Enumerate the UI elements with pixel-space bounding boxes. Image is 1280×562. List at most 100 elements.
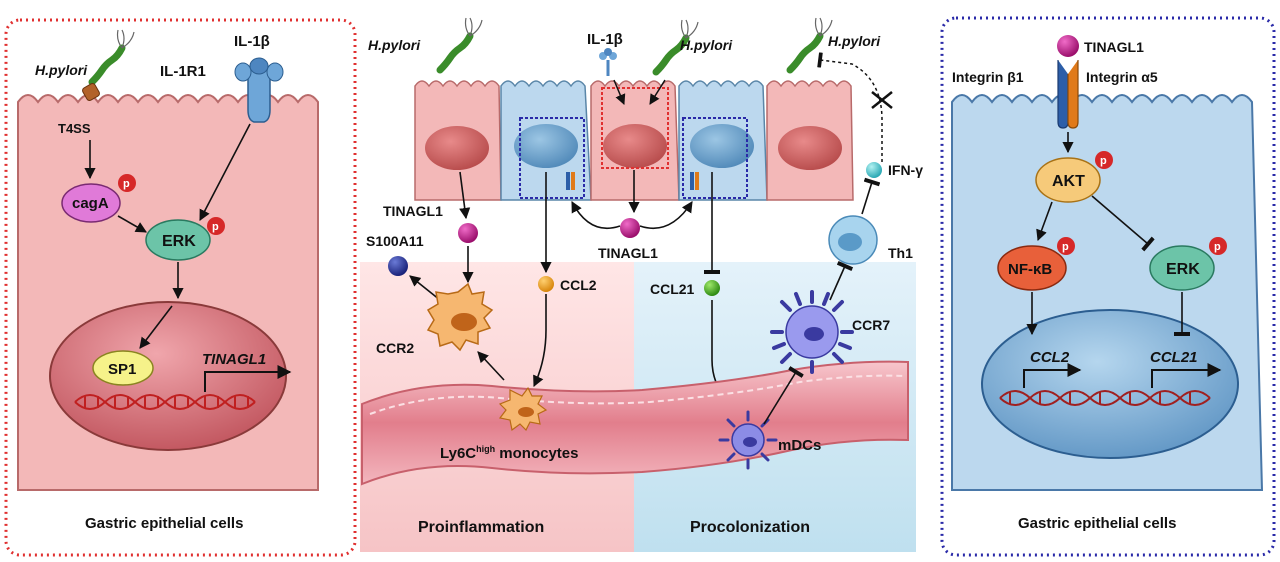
- ccr2-monocyte-nucleus: [451, 313, 477, 331]
- nfkb-phospho-badge: [1057, 237, 1075, 255]
- il1r1-label: IL-1R1: [160, 63, 206, 80]
- left-erk-phospho-badge: [207, 217, 225, 235]
- mid-il1b-icon: [599, 48, 617, 76]
- right-ccl21-gene-label: CCL21: [1150, 349, 1198, 366]
- ccl2-ball: [538, 276, 554, 292]
- vessel-mdc-icon: [718, 410, 778, 470]
- caga-phospho-label: p: [123, 178, 130, 190]
- right-erk-label: ERK: [1166, 261, 1200, 278]
- il1b-to-cell-arrow: [613, 79, 626, 105]
- vessel-monocyte-nucleus: [518, 407, 534, 417]
- akt-phospho-label: p: [1100, 155, 1107, 167]
- mid-hpylori-icon-2: [652, 19, 699, 76]
- left-panel: TINAGL1 H.pylori T4SS IL-1β IL-1R1 cagA …: [4, 18, 357, 557]
- akt-inhibits-erk-line: [1091, 195, 1155, 252]
- nfkb-phospho-label: p: [1062, 241, 1069, 253]
- epithelium-row: [414, 80, 854, 201]
- caga-node: [61, 183, 121, 223]
- th1-inhibits-ifng-line: [861, 177, 881, 215]
- left-transcription-arrow: [204, 365, 292, 392]
- integrin-stub-right-a5: [695, 172, 699, 190]
- right-panel: CCL2 CCL21 TINAGL1 Integrin β1 Integrin …: [940, 16, 1276, 557]
- mdcs-label: mDCs: [778, 437, 821, 454]
- left-nucleus: [49, 301, 287, 451]
- ifng-label: IFN-γ: [888, 162, 923, 178]
- right-caption: Gastric epithelial cells: [1018, 515, 1176, 532]
- procolonization-label: Procolonization: [690, 519, 810, 536]
- right-tinagl1-ball: [1057, 35, 1079, 57]
- t4ss-icon: [82, 83, 100, 101]
- nfkb-node: [997, 245, 1067, 291]
- left-erk-phospho-label: p: [212, 221, 219, 233]
- epi-nucleus-4: [690, 124, 754, 168]
- left-caption: Gastric epithelial cells: [85, 515, 243, 532]
- left-hpylori-label: H.pylori: [35, 62, 88, 78]
- epi-nucleus-5: [778, 126, 842, 170]
- il1r1-to-erk-arrow: [199, 123, 251, 221]
- left-il1b-label: IL-1β: [234, 33, 270, 50]
- ccl2-to-vessel-arrow: [533, 294, 547, 388]
- left-dna-icon: [74, 394, 256, 410]
- hpylori-to-cell-arrow: [649, 79, 666, 105]
- highlight-box-center: [601, 87, 669, 169]
- left-gene-label: TINAGL1: [202, 351, 266, 368]
- ccr7-dc-icon: [770, 290, 854, 374]
- right-ccl2-gene-label: CCL2: [1030, 349, 1070, 366]
- mdc-inhibits-ccr7-line: [763, 366, 804, 425]
- ccr7-label: CCR7: [852, 317, 890, 333]
- center-tinagl1-label: TINAGL1: [598, 245, 658, 261]
- caga-label: cagA: [72, 195, 109, 212]
- left-tinagl1-ball: [458, 223, 478, 243]
- center-tinagl1-ball: [620, 218, 640, 238]
- sp1-node: [92, 350, 154, 386]
- nfkb-label: NF-κB: [1008, 261, 1052, 278]
- il1r1-receptor-icon: [234, 57, 284, 123]
- highlight-box-right: [682, 117, 748, 199]
- tinagl1-to-left-integrin-arrow: [571, 201, 621, 230]
- tinagl1-to-right-integrin-arrow: [639, 201, 693, 230]
- monocyte-to-s100a11-arrow: [409, 275, 441, 301]
- integrin-a5-icon: [1067, 60, 1079, 129]
- caga-to-erk-arrow: [117, 215, 147, 233]
- mid-hpylori-label-2: H.pylori: [680, 37, 733, 53]
- left-tinagl1-label: TINAGL1: [383, 203, 443, 219]
- proinflammation-label: Proinflammation: [418, 519, 544, 536]
- dc-inhibits-th1-line: [829, 260, 854, 301]
- sp1-label: SP1: [108, 361, 136, 378]
- integrin-a5-label: Integrin α5: [1086, 69, 1158, 85]
- th1-nucleus: [838, 233, 862, 251]
- akt-label: AKT: [1052, 173, 1085, 190]
- left-erk-label: ERK: [162, 233, 196, 250]
- epi-nucleus-3: [603, 124, 667, 168]
- ccl2-label: CCL2: [560, 277, 597, 293]
- akt-node: [1035, 157, 1101, 203]
- epi-nucleus-1: [425, 126, 489, 170]
- ifng-inhibits-hpylori-line: [817, 52, 883, 162]
- t4ss-label: T4SS: [58, 121, 91, 136]
- middle-panel: H.pylori H.pylori H.pylori IL-1β TINAGL1…: [360, 17, 923, 552]
- right-tinagl1-label: TINAGL1: [1084, 39, 1144, 55]
- erk-to-sp1-arrow: [139, 305, 173, 349]
- right-erk-phospho-badge: [1209, 237, 1227, 255]
- monocyte-migrate-arrow: [477, 351, 505, 381]
- right-erk-node: [1149, 245, 1215, 291]
- mid-hpylori-label-3: H.pylori: [828, 33, 881, 49]
- integrin-stub-left-b1: [566, 172, 570, 190]
- ifng-ball: [866, 162, 882, 178]
- right-erk-phospho-label: p: [1214, 241, 1221, 253]
- right-nucleus: [981, 309, 1239, 459]
- ccl21-ball: [704, 280, 720, 296]
- akt-phospho-badge: [1095, 151, 1113, 169]
- blood-vessel: [361, 360, 909, 486]
- mid-hpylori-icon-3: [786, 17, 833, 74]
- integrin-b1-label: Integrin β1: [952, 69, 1024, 85]
- monocytes-label-base: Ly6Chigh monocytes: [440, 444, 578, 462]
- th1-label: Th1: [888, 245, 913, 261]
- mid-il1b-label: IL-1β: [587, 31, 623, 48]
- caga-phospho-badge: [118, 174, 136, 192]
- ccr2-label: CCR2: [376, 340, 414, 356]
- ccl21-transcription-arrow: [1151, 363, 1222, 388]
- integrin-stub-right-b1: [690, 172, 694, 190]
- vessel-wall-detail: [369, 374, 907, 415]
